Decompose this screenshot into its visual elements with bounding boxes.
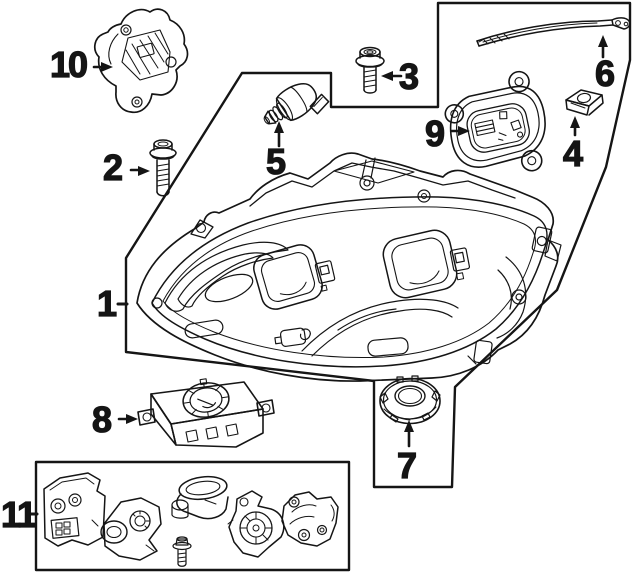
main-enclosure-outline <box>124 1 632 489</box>
callout-2-label[interactable]: 2 <box>102 147 123 188</box>
part-4-clip-nut-drawing[interactable] <box>565 89 604 116</box>
round-connector <box>182 378 230 418</box>
part-10-mounting-panel-drawing[interactable] <box>93 8 189 114</box>
part-1-headlamp-assembly-drawing[interactable] <box>136 152 562 382</box>
panel-hatch-lines <box>125 32 169 75</box>
callout-10-label[interactable]: 10 <box>49 44 88 85</box>
callout-6-label[interactable]: 6 <box>594 53 615 94</box>
callout-3-label[interactable]: 3 <box>398 56 419 97</box>
module-cutouts <box>185 423 239 443</box>
bracket-a <box>43 472 106 547</box>
bracket-c <box>171 475 229 520</box>
callout-11-label[interactable]: 11 <box>0 494 37 535</box>
callout-5-arrow <box>274 121 284 148</box>
module-internals <box>474 111 524 141</box>
projector-left <box>253 244 323 310</box>
callout-4-label[interactable]: 4 <box>562 133 583 174</box>
callout-3-arrow <box>381 71 403 81</box>
bracket-b <box>100 497 162 561</box>
housing-back-right <box>467 226 562 365</box>
adjuster-screw <box>359 157 376 191</box>
drl-boomerang <box>151 241 289 312</box>
callout-8-arrow <box>117 414 138 424</box>
part-11-bracket-kit-drawing[interactable] <box>43 472 339 567</box>
bulb-port-right <box>449 247 471 281</box>
part-5-bulb-socket-drawing[interactable] <box>257 74 331 140</box>
callout-6-arrow <box>598 35 608 59</box>
callout-4-arrow <box>570 116 580 137</box>
strip-hatch <box>478 33 510 45</box>
part-7-cap-drawing[interactable] <box>379 375 441 425</box>
callout-9-label[interactable]: 9 <box>424 113 445 154</box>
part-11-box-outline <box>34 460 351 572</box>
cap-tabs <box>379 375 441 423</box>
callout-2-arrow <box>129 166 150 176</box>
part-8-control-module-drawing[interactable] <box>137 376 275 448</box>
bulb-port-left <box>314 260 336 292</box>
bracket-d <box>227 490 285 558</box>
callout-10-arrow <box>92 62 113 72</box>
callout-8-label[interactable]: 8 <box>91 399 112 440</box>
lower-swoosh <box>301 298 459 357</box>
part-9-led-module-drawing[interactable] <box>440 68 556 186</box>
bracket-e <box>281 491 339 547</box>
callout-7-arrow <box>404 420 414 448</box>
callout-5-label[interactable]: 5 <box>265 141 286 182</box>
callout-7-label[interactable]: 7 <box>396 445 417 486</box>
part-6-trim-strip-drawing[interactable] <box>476 17 631 47</box>
part-3-bolt-drawing[interactable] <box>355 46 385 94</box>
housing-bottom-details <box>184 319 409 357</box>
projector-right <box>382 229 458 299</box>
kit-screw <box>172 536 192 567</box>
part-2-bolt-drawing[interactable] <box>149 139 177 197</box>
callout-9-arrow <box>450 126 470 136</box>
callout-1-label[interactable]: 1 <box>96 283 117 324</box>
